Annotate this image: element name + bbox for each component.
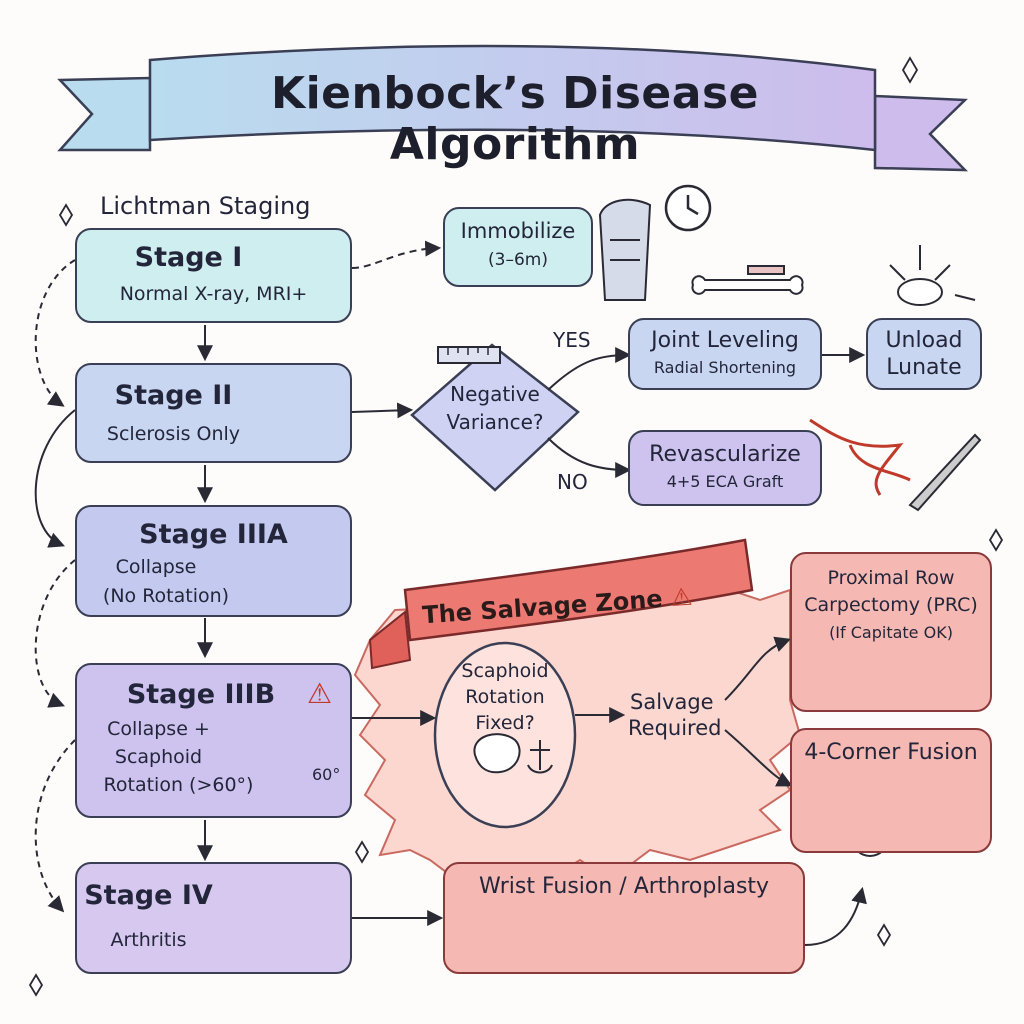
stage-3b-warning-icon: ⚠ xyxy=(307,677,333,710)
salvage-banner-ribbon xyxy=(368,538,754,670)
prc-line1: Proximal Row xyxy=(827,567,955,589)
revascularize-line1: Revascularize xyxy=(649,442,801,467)
stage-3b-sub3: Rotation (>60°) xyxy=(103,774,254,796)
stage-1-title: Stage I xyxy=(134,242,243,273)
joint-leveling-line2: Radial Shortening xyxy=(653,358,797,377)
stage-4-title: Stage IV xyxy=(84,880,213,911)
prc-line2: Carpectomy (PRC) xyxy=(804,594,978,616)
unload-line2: Lunate xyxy=(886,355,962,380)
wrist-fusion-label: Wrist Fusion / Arthroplasty xyxy=(478,874,770,899)
decision-text-2: Variance? xyxy=(446,410,544,434)
salvage-required-1: Salvage xyxy=(630,690,714,714)
stage-3a-box: Stage IIIA Collapse (No Rotation) xyxy=(75,505,352,617)
vessel-graft-icon xyxy=(809,418,911,496)
clock-icon xyxy=(664,184,712,232)
stage-1-sub: Normal X-ray, MRI+ xyxy=(119,283,308,305)
unload-box: Unload Lunate xyxy=(866,318,982,390)
page-title: Kienbock’s Disease Algorithm xyxy=(271,68,759,170)
immobilize-line1: Immobilize xyxy=(460,219,576,243)
sparkles-icon xyxy=(28,56,1004,997)
title-ribbon xyxy=(57,44,969,172)
bone-saw-icon xyxy=(691,265,804,295)
wrist-brace-icon xyxy=(598,198,652,301)
stage-4-box: Stage IV Arthritis xyxy=(75,862,352,974)
four-corner-box: 4-Corner Fusion xyxy=(790,728,992,853)
prc-line3: (If Capitate OK) xyxy=(829,623,953,642)
scalpel-icon xyxy=(908,433,982,512)
stage-3b-angle: 60° xyxy=(312,765,341,784)
salvage-required-2: Required xyxy=(628,716,722,740)
stage-3b-sub2: Scaphoid xyxy=(114,746,203,768)
arrows xyxy=(34,240,867,946)
wrist-fusion-box: Wrist Fusion / Arthroplasty xyxy=(443,862,805,974)
revascularize-box: Revascularize 4+5 ECA Graft xyxy=(628,430,822,506)
stage-3b-box: Stage IIIB Collapse + Scaphoid Rotation … xyxy=(75,663,352,818)
revascularize-line2: 4+5 ECA Graft xyxy=(666,472,784,491)
stage-3a-title: Stage IIIA xyxy=(139,519,288,550)
stage-3a-sub2: (No Rotation) xyxy=(102,585,230,607)
stage-3a-sub1: Collapse xyxy=(115,556,197,578)
stage-3b-sub1: Collapse + xyxy=(107,718,210,740)
decision-no: NO xyxy=(557,470,588,494)
staging-label: Lichtman Staging xyxy=(100,192,311,220)
lunate-unload-icon xyxy=(889,245,976,306)
ruler-icon xyxy=(437,346,501,364)
circle-text-3: Fixed? xyxy=(475,712,535,734)
salvage-warning-icon: ⚠ xyxy=(669,582,694,613)
immobilize-line2: (3–6m) xyxy=(488,250,548,270)
stage-4-sub: Arthritis xyxy=(110,929,187,951)
stage-2-sub: Sclerosis Only xyxy=(106,423,241,445)
circle-text-2: Rotation xyxy=(465,686,545,708)
four-corner-label: 4-Corner Fusion xyxy=(804,740,978,765)
circle-text-1: Scaphoid xyxy=(461,660,549,682)
decision-text-1: Negative xyxy=(450,382,540,406)
stage-1-box: Stage I Normal X-ray, MRI+ xyxy=(75,228,352,323)
decision-yes: YES xyxy=(553,328,591,352)
immobilize-box: Immobilize (3–6m) xyxy=(443,207,593,287)
joint-leveling-line1: Joint Leveling xyxy=(651,328,799,353)
scaphoid-anchor-icon xyxy=(473,733,553,774)
stage-2-title: Stage II xyxy=(114,380,233,411)
stage-2-box: Stage II Sclerosis Only xyxy=(75,363,352,463)
stage-3b-title: Stage IIIB xyxy=(126,679,276,710)
unload-line1: Unload xyxy=(885,328,963,353)
prc-box: Proximal Row Carpectomy (PRC) (If Capita… xyxy=(790,552,992,712)
joint-leveling-box: Joint Leveling Radial Shortening xyxy=(628,318,822,390)
